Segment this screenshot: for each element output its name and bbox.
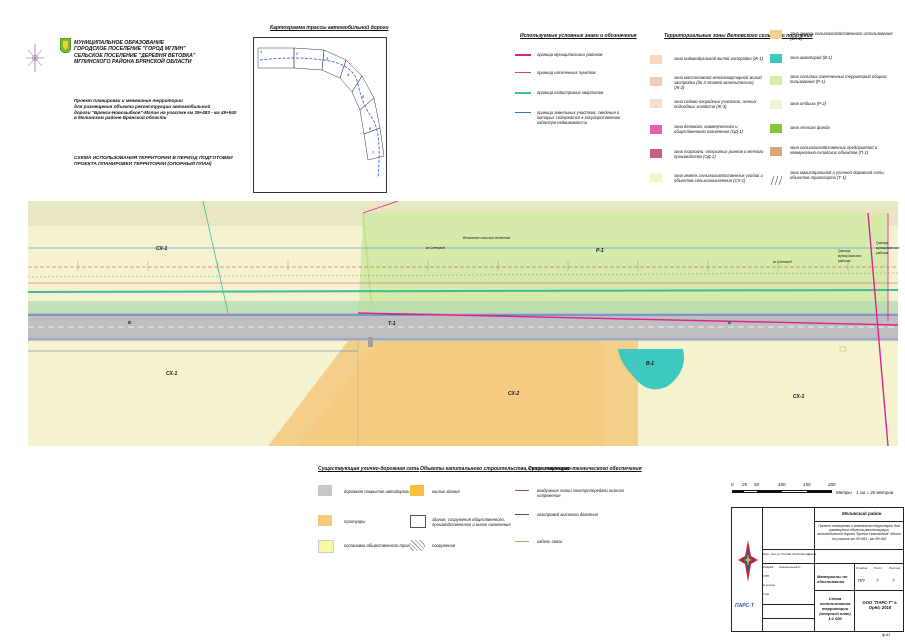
coat-of-arms-icon [59,37,72,54]
right-note: Граница муниципальных районов [876,241,900,255]
inset-sheet-4: 4 [347,72,350,77]
project-title: Проект планировки и межевания территории… [74,98,237,121]
settlement-note: Ветовское сельское поселение [463,236,511,240]
pars-logo-icon [738,538,758,586]
inset-sheet-2: 2 [296,51,299,56]
networks-legend-title: Сети инженерно-технического обеспечения [528,466,642,472]
networks-legend: воздушные линии электропередачи низкого … [515,485,635,555]
roads-legend-title: Существующая улично-дорожная сеть [318,466,420,472]
compass-rose [24,40,46,76]
zone-label-r1: Р-1 [596,248,604,254]
zone-label-sx2: СХ-2 [508,391,520,397]
roads-legend: дорожное покрытие автодороги тротуары ос… [318,485,428,555]
legend-zones-left: зона индивидуальной жилой застройки (Ж-1… [650,55,765,200]
inset-sheet-7: 7 [372,150,375,155]
stamp-roles: Разраб. Апелыхина Е.С. ГИП Н.контр. Утв. [763,565,802,596]
inset-sheet-3: 3 [326,56,329,61]
scheme-title: СХЕМА ИСПОЛЬЗОВАНИЯ ТЕРРИТОРИИ В ПЕРИОД … [74,156,233,167]
stamp-project: Проект планировки и межевания территории… [817,524,901,541]
objects-legend-title: Объекты капитального строительства, суще… [420,466,570,472]
stamp-district: Мглинский район [842,511,882,516]
inset-sheet-5: 5 [362,94,365,99]
scale-bar: 0 25 50 100 150 200 Метры 1 см = 20 метр… [731,482,894,495]
stamp-company: ООО "ПАРС-Т" г. Орёл, 2016 [862,600,898,610]
inset-map: 1 2 3 4 5 6 7 [253,37,387,193]
sheet-format: ф.А3 [882,633,891,637]
title-block: ПАРС-Т Мглинский район Проект планировки… [731,507,904,632]
map-note-1: кп Слеповод [426,246,445,250]
inset-sheet-1: 1 [260,49,263,54]
stamp-sheet-title: Схема использования территории (опорный … [819,596,851,621]
legend-zones-title: Территориальные зоны Ветовского сельског… [664,33,813,39]
inset-sheet-6: 6 [369,126,372,131]
stamp-col-headers: Изм. Кол.уч Лист № док. Подпись Дата [763,552,816,556]
legend-symbols-title: Используемые условные знаки и обозначени… [520,33,637,39]
zone-label-sx1-top: СХ-1 [156,246,168,252]
legend-zones-right: зона земель сельскохозяйственного исполь… [770,30,900,200]
zone-label-sx1-right: СХ-1 [793,394,805,400]
inset-title: Картограмма трассы автомобильной дороги [270,25,389,31]
logo-text: ПАРС-Т [735,603,754,609]
zone-label-t1: Т-1 [388,321,396,327]
municipality-header: МУНИЦИПАЛЬНОЕ ОБРАЗОВАНИЕ ГОРОДСКОЕ ПОСЕ… [74,40,196,65]
map-note-2: кп Слеповод [773,260,792,264]
legend-symbols: граница муниципальных районов граница на… [515,48,640,148]
stamp-section: Материалы по обоснованию [817,574,848,584]
zone-label-b1: В-1 [646,361,655,367]
objects-legend: жилые здания здания, сооружения обществе… [410,485,515,555]
stamp-stage: Стадия Лист Листов ПП 7 7 [856,566,900,583]
zone-label-sx1-left: СХ-1 [166,371,178,377]
district-note: Граница муниципальных районов [838,249,862,263]
main-map: СХ-1 Р-1 СХ-1 СХ-2 В-1 СХ-1 Т-1 Ветовско… [27,200,900,447]
